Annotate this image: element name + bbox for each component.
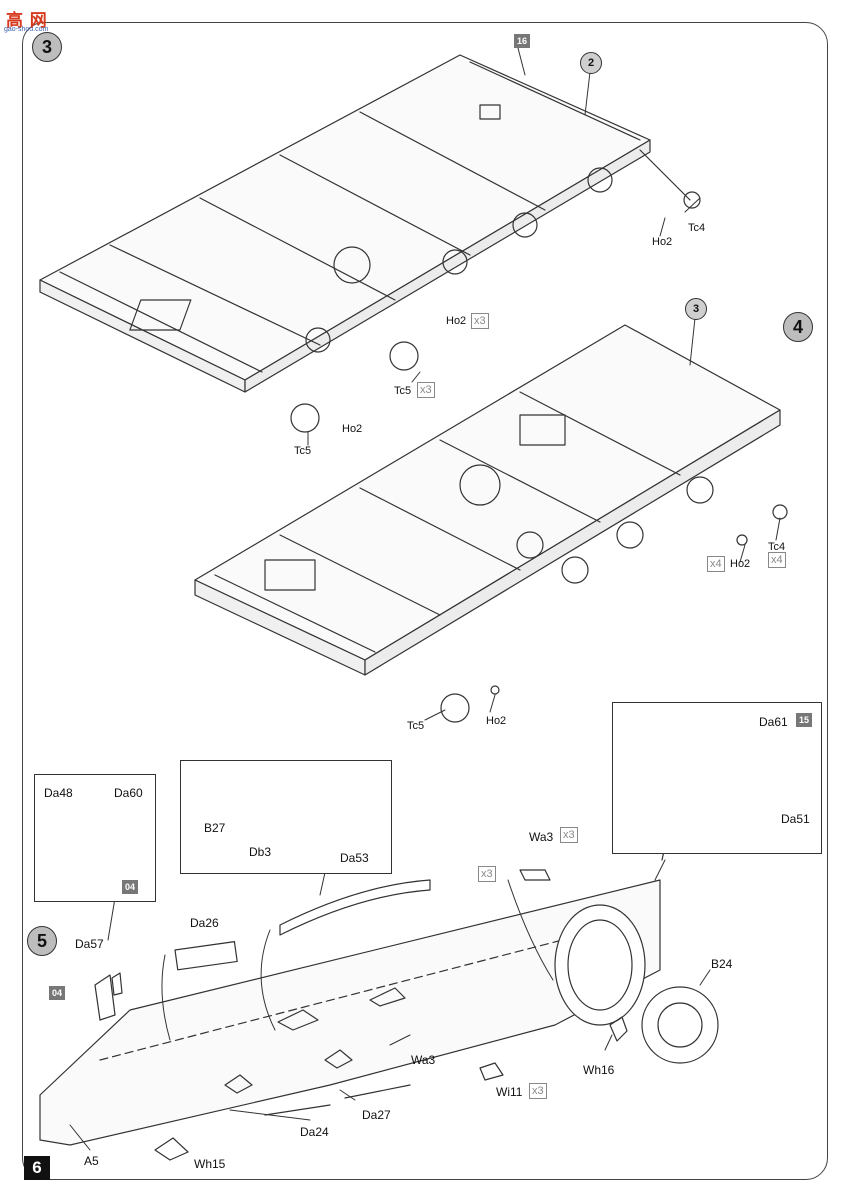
hull-floor-step4-drawing [194, 324, 788, 723]
multiplier-wa3-x3: x3 [560, 827, 578, 843]
page-frame [22, 22, 828, 1180]
label-da53: Da53 [340, 851, 369, 865]
multiplier-ho2-x3: x3 [471, 313, 489, 329]
multiplier-wi11-x3: x3 [529, 1083, 547, 1099]
label-da51: Da51 [781, 812, 810, 826]
watermark-text: 高 网 [6, 11, 48, 30]
side-panel-step5-drawing [39, 869, 719, 1161]
label-a5: A5 [84, 1154, 99, 1168]
multiplier-x4-left: x4 [707, 556, 725, 572]
leader-lines [69, 47, 781, 1151]
page-number: 6 [24, 1156, 50, 1180]
watermark-logo: 高 网 gao-shou.com [0, 6, 72, 36]
label-wi11: Wi11 [496, 1085, 523, 1099]
multiplier-tc5-x3: x3 [417, 382, 435, 398]
label-tc5-step4: Tc5 [407, 720, 425, 732]
label-tc4-step4: Tc4 [768, 541, 786, 553]
label-b27: B27 [204, 821, 226, 835]
step-number-3: 3 [32, 32, 62, 62]
label-tc5-step3-left: Tc5 [294, 445, 312, 457]
inset-detail-b27-da53 [180, 760, 392, 874]
label-ho2-step3-left: Ho2 [342, 423, 363, 435]
label-da26: Da26 [190, 916, 219, 930]
label-da57: Da57 [75, 937, 104, 951]
label-wh15: Wh15 [194, 1157, 226, 1171]
label-da24: Da24 [300, 1125, 329, 1139]
part-ref-3: 3 [685, 298, 707, 320]
step-number-4: 4 [783, 312, 813, 342]
label-ho2-step4-right: Ho2 [730, 558, 751, 570]
label-b24: B24 [711, 957, 733, 971]
badge-16: 16 [514, 34, 531, 48]
label-db3: Db3 [249, 845, 272, 859]
multiplier-x4-right: x4 [768, 552, 786, 568]
label-da27: Da27 [362, 1108, 391, 1122]
badge-04-inset: 04 [122, 880, 139, 894]
hull-floor-step3-drawing [39, 54, 701, 433]
step-number-5: 5 [27, 926, 57, 956]
label-wh16: Wh16 [583, 1063, 615, 1077]
multiplier-mid-x3: x3 [478, 866, 496, 882]
label-wa3-mid: Wa3 [411, 1053, 436, 1067]
label-da60: Da60 [114, 786, 143, 800]
part-ref-2: 2 [580, 52, 602, 74]
badge-15: 15 [796, 713, 813, 727]
label-ho2-step4-left: Ho2 [486, 715, 507, 727]
label-da48: Da48 [44, 786, 73, 800]
watermark-url: gao-shou.com [4, 26, 49, 33]
badge-04: 04 [49, 986, 66, 1000]
inset-detail-da61-da51 [612, 702, 822, 854]
label-da61: Da61 [759, 715, 788, 729]
label-ho2-step3-right: Ho2 [652, 236, 673, 248]
label-ho2-step3-mid: Ho2 [446, 315, 467, 327]
label-tc5-step3-mid: Tc5 [394, 385, 412, 397]
label-wa3-top: Wa3 [529, 830, 554, 844]
label-tc4-step3: Tc4 [688, 222, 706, 234]
